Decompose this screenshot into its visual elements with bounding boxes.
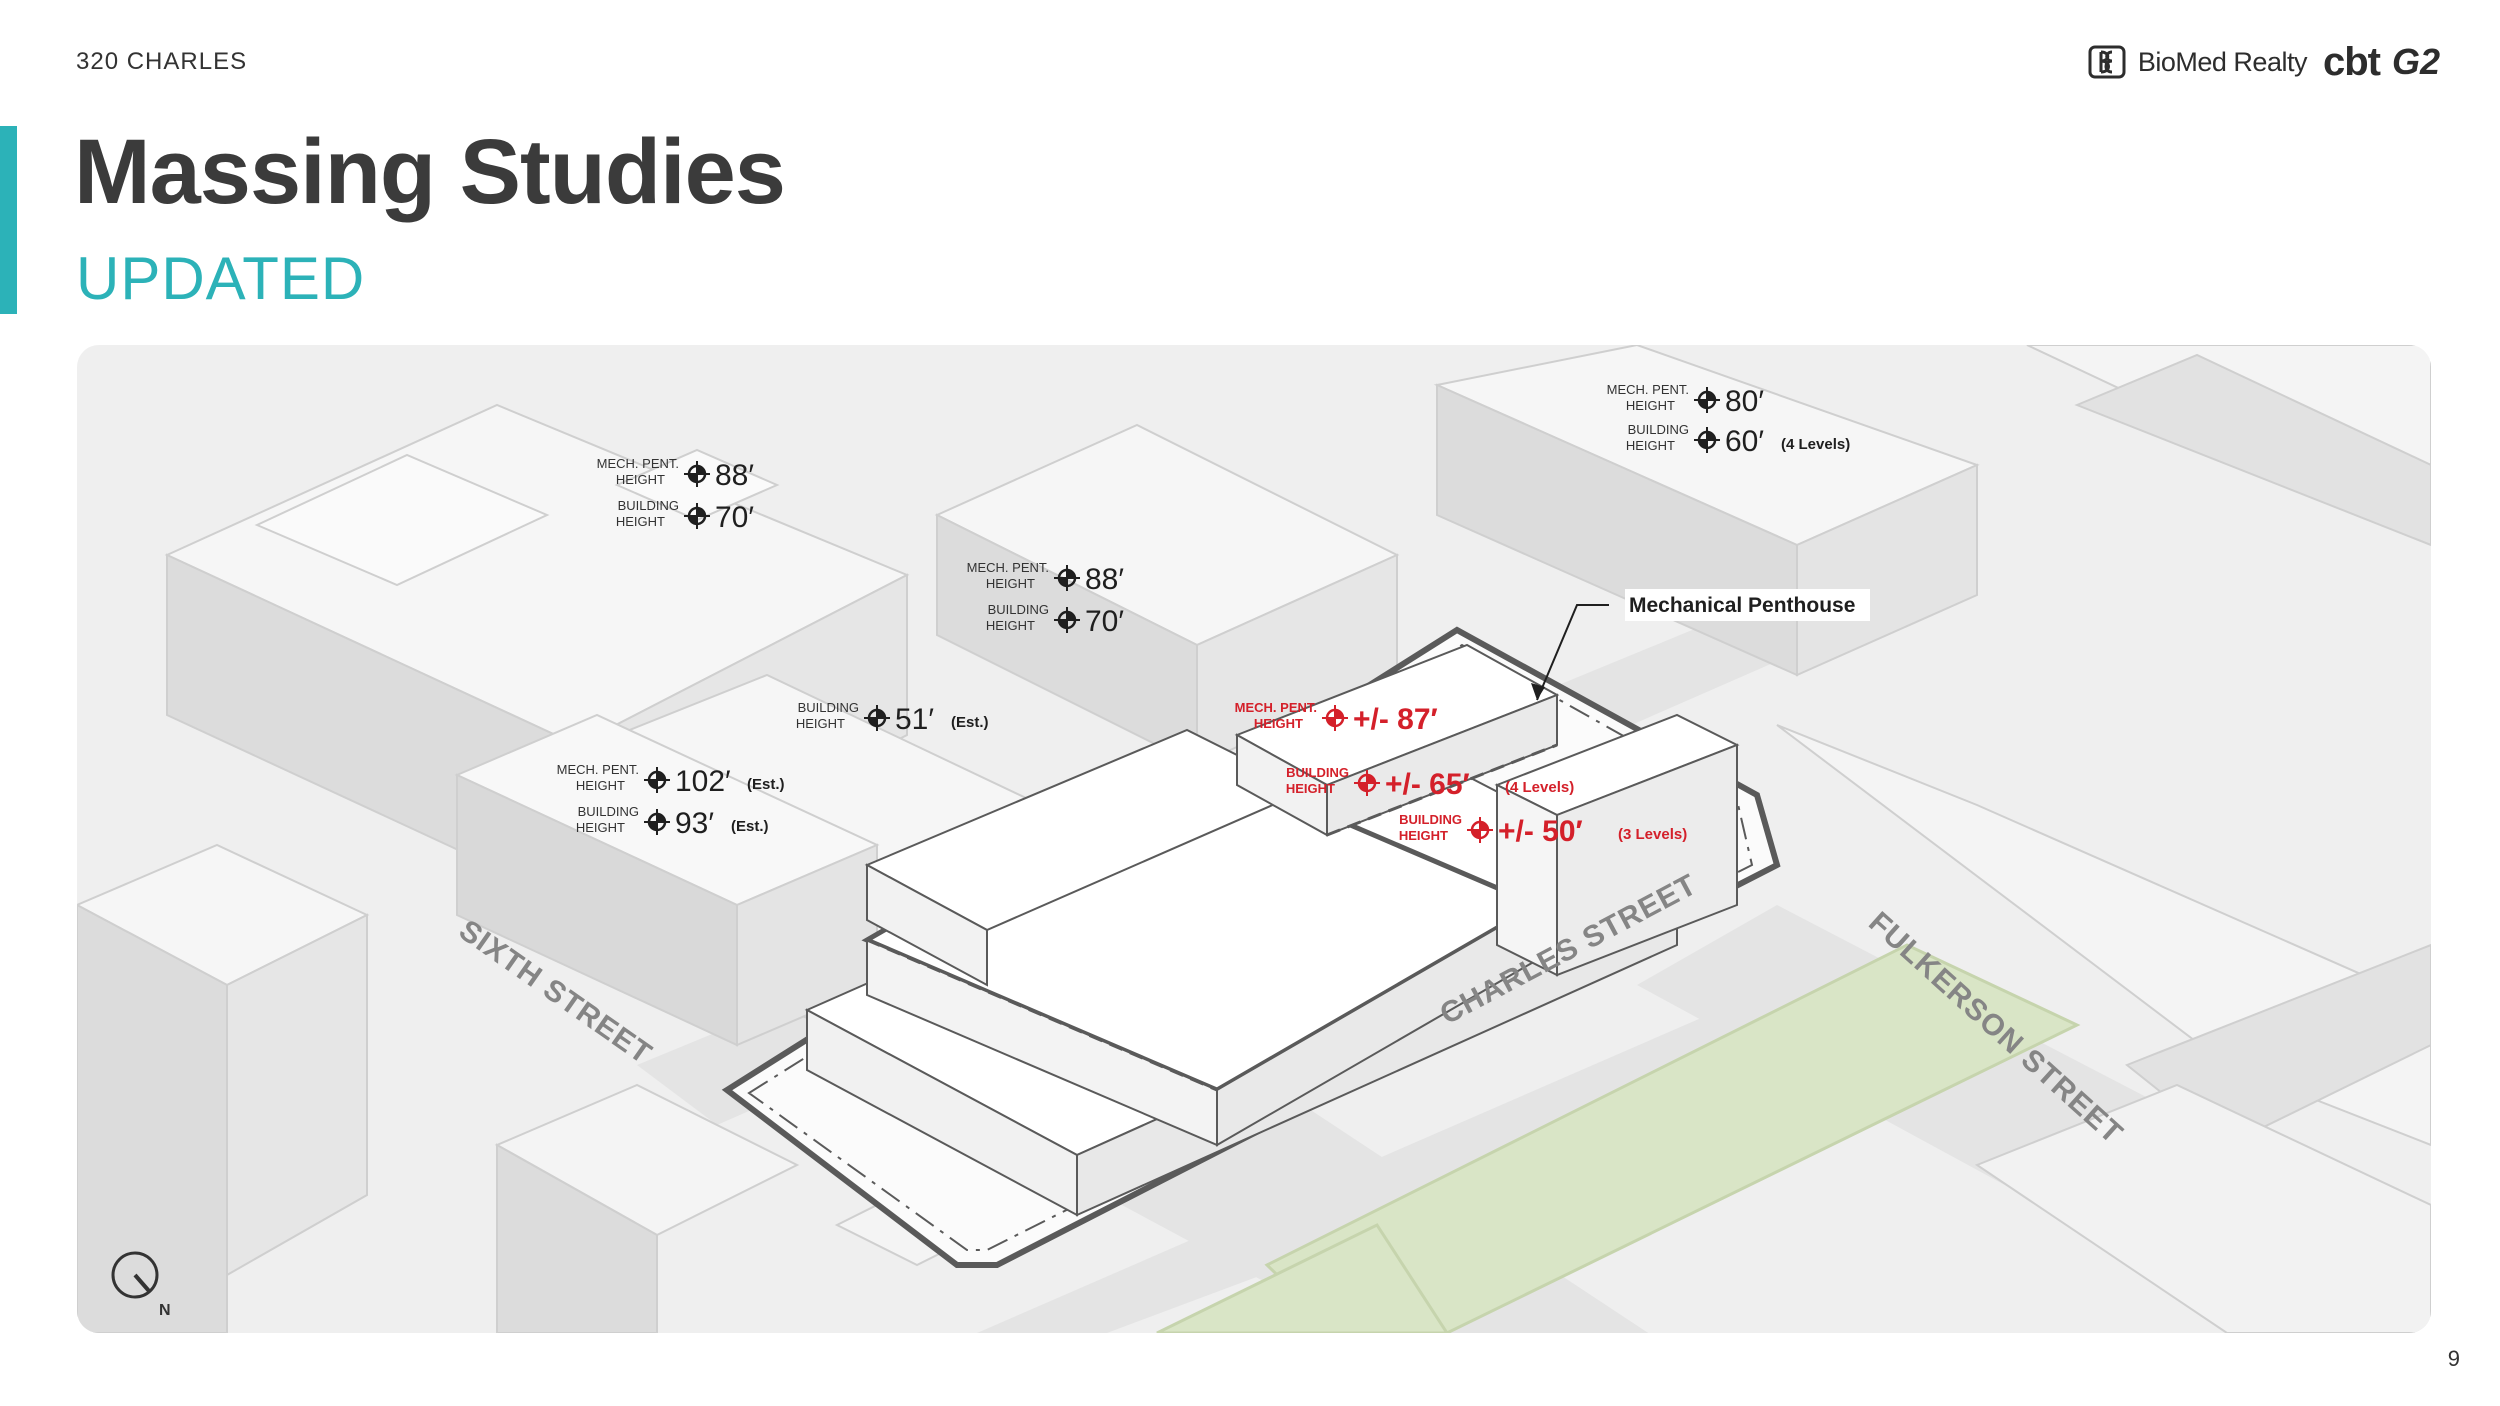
- callout-label-top: MECH. PENT.: [967, 560, 1049, 575]
- biomed-logo-text: BioMed Realty: [2137, 46, 2308, 77]
- elevation-marker-icon: [644, 809, 670, 835]
- callout-label-top: BUILDING: [1286, 765, 1349, 780]
- callout-note: (Est.): [747, 776, 785, 793]
- biomed-logo-icon: [2088, 45, 2126, 79]
- callout-label-bottom: HEIGHT: [616, 514, 665, 529]
- callout-label-top: MECH. PENT.: [557, 762, 639, 777]
- elevation-marker-icon: [1322, 705, 1348, 731]
- elevation-marker-icon: [644, 767, 670, 793]
- callout-value: +/- 50′: [1498, 815, 1583, 848]
- project-height-callouts: MECH. PENT.HEIGHT+/- 87′BUILDINGHEIGHT+/…: [1235, 700, 1688, 848]
- g2-logo: G2: [2391, 41, 2440, 82]
- callout-label-bottom: HEIGHT: [1399, 828, 1448, 843]
- elevation-marker-icon: [1054, 607, 1080, 633]
- callout-label-top: MECH. PENT.: [1607, 382, 1689, 397]
- callout-note: (4 Levels): [1505, 779, 1574, 796]
- callout-label-top: BUILDING: [578, 804, 639, 819]
- north-arrow-label: N: [159, 1302, 171, 1319]
- elevation-marker-icon: [1694, 387, 1720, 413]
- height-callout: MECH. PENT.HEIGHT 88′: [597, 456, 755, 492]
- callout-value: 60′: [1725, 425, 1764, 458]
- height-callout: MECH. PENT.HEIGHT 80′: [1607, 382, 1765, 418]
- callout-label-bottom: HEIGHT: [1626, 438, 1675, 453]
- proposed-building: [804, 643, 1740, 1217]
- callout-value: 102′: [675, 765, 731, 798]
- elevation-marker-icon: [864, 705, 890, 731]
- callout-label-bottom: HEIGHT: [576, 820, 625, 835]
- callout-note: (4 Levels): [1781, 436, 1850, 453]
- page-subtitle: UPDATED: [76, 245, 366, 312]
- callout-value: 51′: [895, 703, 934, 736]
- accent-bar: [0, 126, 17, 314]
- callout-label-bottom: HEIGHT: [1286, 781, 1335, 796]
- callout-label-top: MECH. PENT.: [597, 456, 679, 471]
- mechanical-penthouse-callout: Mechanical Penthouse: [1531, 589, 1870, 701]
- page-title: Massing Studies: [74, 121, 786, 223]
- elevation-marker-icon: [684, 461, 710, 487]
- callout-label-top: BUILDING: [1399, 812, 1462, 827]
- park: [1156, 943, 2081, 1333]
- callout-label-bottom: HEIGHT: [796, 716, 845, 731]
- elevation-marker-icon: [1694, 427, 1720, 453]
- callout-label-top: BUILDING: [988, 602, 1049, 617]
- project-label: 320 CHARLES: [76, 48, 248, 75]
- callout-label-top: MECH. PENT.: [1235, 700, 1317, 715]
- callout-label-bottom: HEIGHT: [1254, 716, 1303, 731]
- north-arrow: N: [111, 1251, 171, 1319]
- callout-note: (3 Levels): [1618, 826, 1687, 843]
- callout-note: (Est.): [951, 714, 989, 731]
- callout-value: 80′: [1725, 385, 1764, 418]
- callout-label-bottom: HEIGHT: [986, 618, 1035, 633]
- height-callout: MECH. PENT.HEIGHT +/- 87′: [1235, 700, 1438, 736]
- callout-note: (Est.): [731, 818, 769, 835]
- page-number: 9: [2447, 1346, 2460, 1371]
- callout-value: 93′: [675, 807, 714, 840]
- cbt-logo: cbt: [2322, 39, 2381, 84]
- callout-value: +/- 87′: [1353, 703, 1438, 736]
- callout-value: 88′: [1085, 563, 1124, 596]
- height-callout: MECH. PENT.HEIGHT 88′: [967, 560, 1125, 596]
- elevation-marker-icon: [1054, 565, 1080, 591]
- callout-label-bottom: HEIGHT: [986, 576, 1035, 591]
- elevation-marker-icon: [1354, 770, 1380, 796]
- callout-value: 70′: [715, 501, 754, 534]
- callout-value: 70′: [1085, 605, 1124, 638]
- callout-value: +/- 65′: [1385, 768, 1470, 801]
- mechanical-penthouse-label: Mechanical Penthouse: [1629, 594, 1855, 617]
- callout-label-top: BUILDING: [798, 700, 859, 715]
- height-callout: MECH. PENT.HEIGHT 102′ (Est.): [557, 762, 785, 798]
- elevation-marker-icon: [1467, 817, 1493, 843]
- callout-label-top: BUILDING: [1628, 422, 1689, 437]
- callout-label-bottom: HEIGHT: [1626, 398, 1675, 413]
- callout-label-bottom: HEIGHT: [576, 778, 625, 793]
- massing-diagram: SIXTH STREET CHARLES STREET FULKERSON ST…: [77, 345, 2431, 1333]
- callout-label-bottom: HEIGHT: [616, 472, 665, 487]
- logo-bar: BioMed Realty cbt G2: [2088, 39, 2440, 84]
- elevation-marker-icon: [684, 503, 710, 529]
- callout-label-top: BUILDING: [618, 498, 679, 513]
- callout-value: 88′: [715, 459, 754, 492]
